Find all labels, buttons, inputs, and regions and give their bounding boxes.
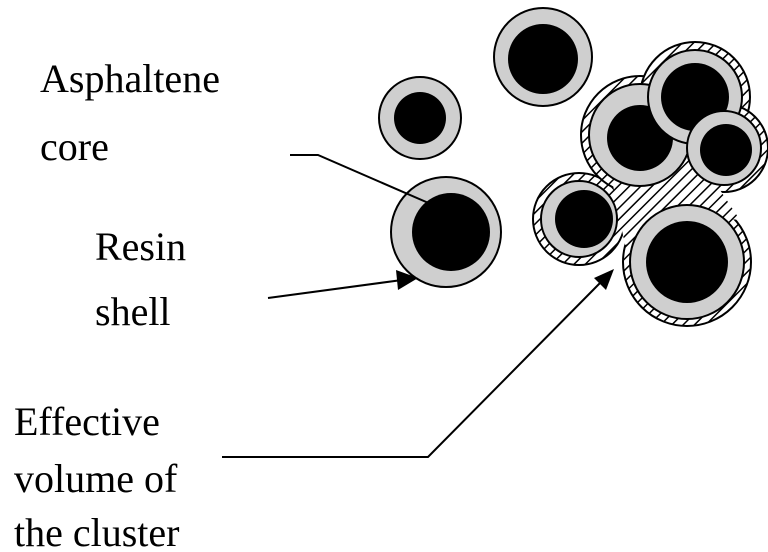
asphaltene-core-label: Asphaltene core [40,56,230,169]
free-particle-top [494,8,592,106]
cluster-particle-2 [630,205,744,319]
asphaltene-core-label-line-1: Asphaltene [40,56,220,101]
effective-volume-label-line-3: the cluster [14,510,180,552]
effective-volume-label-line-2: volume of [14,456,178,501]
resin-shell-label: Resin shell [95,224,196,334]
effective-volume-label-line-1: Effective [14,399,160,444]
effective-volume-label: Effective volume of the cluster [14,399,187,552]
free-particle-small [379,77,461,159]
cluster-particle-5 [687,111,761,185]
resin-shell-label-line-1: Resin [95,224,186,269]
asphaltene-core-label-line-2: core [40,124,109,169]
cluster-particle-1 [541,181,617,257]
shell-leader-arrow [268,270,418,298]
resin-shell-label-line-2: shell [95,289,171,334]
